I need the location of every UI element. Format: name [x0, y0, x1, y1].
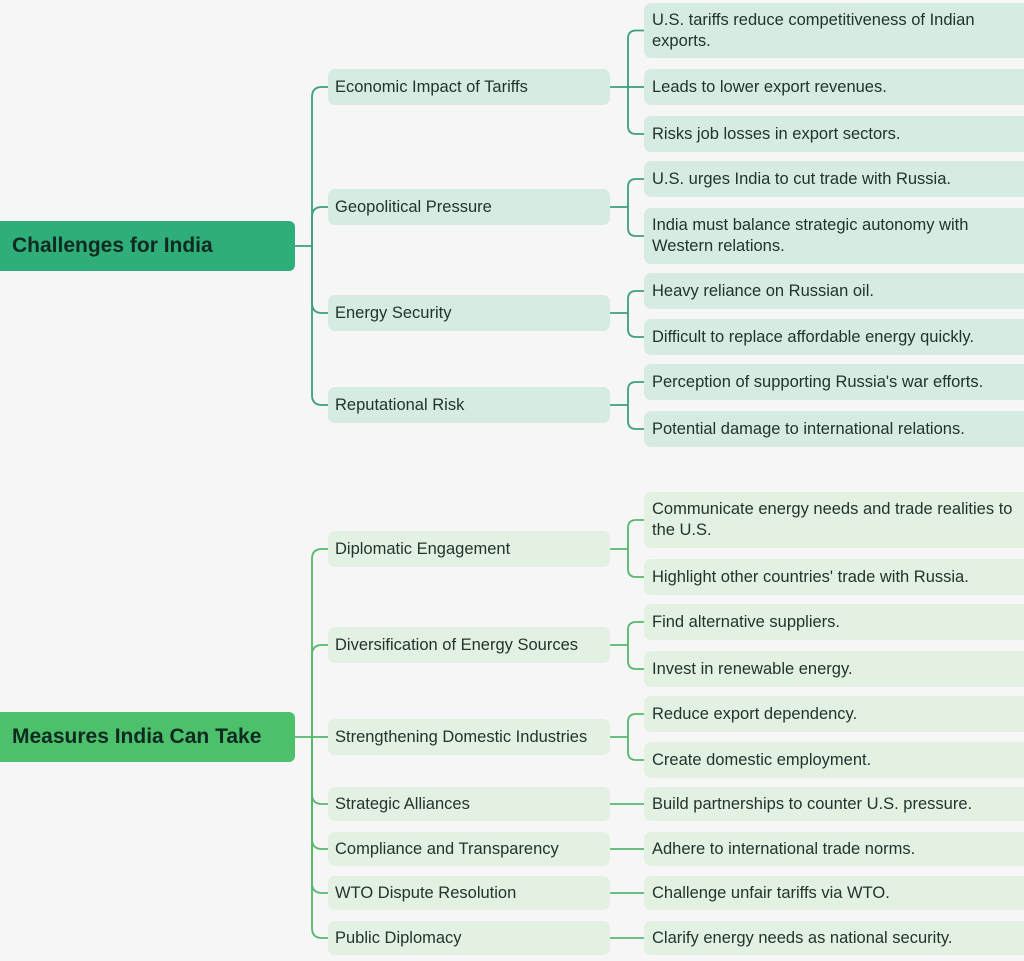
leaf-connector — [627, 290, 644, 313]
branch-connector — [311, 737, 328, 805]
leaf-node: Leads to lower export revenues. — [644, 69, 1024, 105]
leaf-connector — [627, 207, 644, 237]
leaf-connector — [627, 405, 644, 430]
leaf-node: Highlight other countries' trade with Ru… — [644, 559, 1024, 595]
leaf-node: Find alternative suppliers. — [644, 604, 1024, 640]
branch-connector — [311, 548, 328, 737]
branch-node: Diplomatic Engagement — [328, 531, 610, 567]
branch-connector — [311, 737, 328, 850]
leaf-node: Clarify energy needs as national securit… — [644, 921, 1024, 955]
leaf-connector — [627, 621, 644, 645]
leaf-node: Build partnerships to counter U.S. press… — [644, 787, 1024, 821]
branch-node: WTO Dispute Resolution — [328, 876, 610, 910]
leaf-connector — [627, 313, 644, 338]
leaf-connector — [627, 519, 644, 549]
leaf-node: Reduce export dependency. — [644, 696, 1024, 732]
leaf-connector — [627, 29, 644, 87]
leaf-node: Perception of supporting Russia's war ef… — [644, 364, 1024, 400]
branch-node: Reputational Risk — [328, 387, 610, 423]
leaf-node: Potential damage to international relati… — [644, 411, 1024, 447]
leaf-node: U.S. tariffs reduce competitiveness of I… — [644, 3, 1024, 58]
leaf-node: Adhere to international trade norms. — [644, 832, 1024, 866]
leaf-connector — [627, 87, 644, 135]
branch-node: Public Diplomacy — [328, 921, 610, 955]
leaf-connector — [627, 713, 644, 737]
root-node: Measures India Can Take — [0, 712, 295, 762]
branch-connector — [311, 644, 328, 737]
branch-node: Compliance and Transparency — [328, 832, 610, 866]
root-node: Challenges for India — [0, 221, 295, 271]
leaf-node: Challenge unfair tariffs via WTO. — [644, 876, 1024, 910]
branch-connector — [311, 737, 328, 939]
branch-connector — [311, 246, 328, 406]
branch-node: Geopolitical Pressure — [328, 189, 610, 225]
leaf-connector — [627, 381, 644, 405]
branch-node: Economic Impact of Tariffs — [328, 69, 610, 105]
leaf-node: U.S. urges India to cut trade with Russi… — [644, 161, 1024, 197]
leaf-node: Risks job losses in export sectors. — [644, 116, 1024, 152]
leaf-node: India must balance strategic autonomy wi… — [644, 208, 1024, 264]
leaf-node: Communicate energy needs and trade reali… — [644, 492, 1024, 548]
leaf-connector — [627, 645, 644, 670]
leaf-node: Difficult to replace affordable energy q… — [644, 319, 1024, 355]
leaf-node: Create domestic employment. — [644, 742, 1024, 778]
branch-node: Energy Security — [328, 295, 610, 331]
leaf-connector — [627, 549, 644, 578]
leaf-connector — [627, 178, 644, 207]
leaf-connector — [627, 737, 644, 761]
branch-node: Strengthening Domestic Industries — [328, 719, 610, 755]
branch-node: Diversification of Energy Sources — [328, 627, 610, 663]
branch-connector — [311, 86, 328, 246]
leaf-node: Invest in renewable energy. — [644, 651, 1024, 687]
leaf-node: Heavy reliance on Russian oil. — [644, 273, 1024, 309]
branch-connector — [311, 206, 328, 246]
branch-node: Strategic Alliances — [328, 787, 610, 821]
branch-connector — [311, 246, 328, 314]
branch-connector — [311, 737, 328, 894]
